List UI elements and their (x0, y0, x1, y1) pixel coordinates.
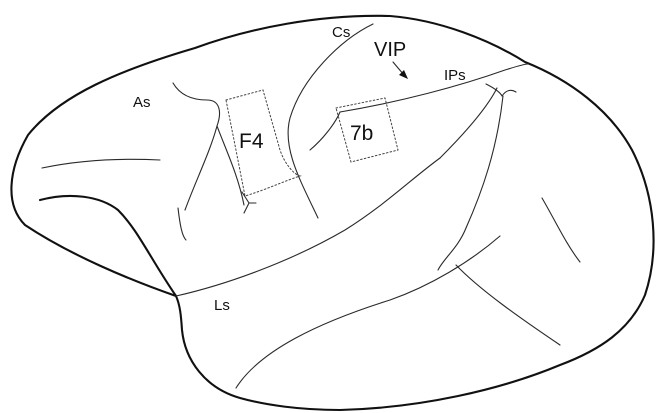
superior-temporal-sulcus (439, 87, 498, 159)
f4-region-boundary (225, 89, 302, 197)
principal-sulcus (41, 158, 161, 169)
f4-marker (241, 191, 257, 214)
intraparietal-branch (309, 111, 341, 151)
lunate-sulcus (465, 95, 504, 229)
label-f4: F4 (239, 130, 264, 153)
orbital-notch (38, 194, 178, 298)
intraparietal-sulcus (339, 63, 529, 113)
inferior-occipital-sulcus (437, 227, 467, 271)
arcuate-sulcus (172, 82, 221, 211)
frontal-lower-sulcus (177, 207, 187, 241)
area-7b-boundary (335, 97, 399, 163)
central-sulcus (287, 23, 374, 219)
ips-hook (485, 83, 517, 97)
label-vip: VIP (374, 39, 406, 61)
brain-outline (10, 14, 655, 412)
label-cs: Cs (332, 24, 350, 41)
vip-arrow-head (399, 70, 408, 79)
label-7b: 7b (350, 122, 373, 145)
temporal-sulcus (235, 235, 501, 389)
label-ls: Ls (214, 297, 230, 314)
arcuate-sulcus-spur (216, 125, 245, 206)
lateral-sulcus (175, 157, 441, 297)
label-as: As (133, 94, 151, 111)
label-ips: IPs (444, 67, 466, 84)
occipital-sulcus (541, 197, 581, 263)
occipitotemporal-sulcus (455, 264, 561, 346)
